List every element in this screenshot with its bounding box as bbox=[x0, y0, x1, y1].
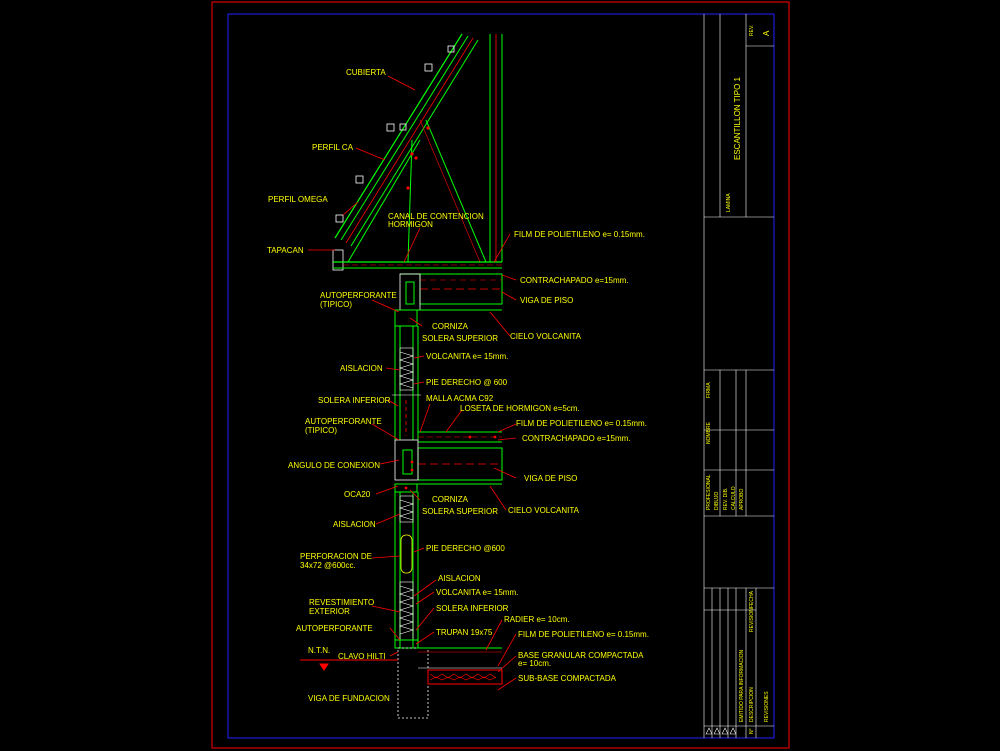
label-cielo-1: CIELO VOLCANITA bbox=[510, 332, 582, 341]
label-pie-derecho-2: PIE DERECHO @600 bbox=[426, 544, 505, 553]
leader-lines bbox=[308, 75, 517, 691]
descripcion-label: DESCRIPCION bbox=[749, 687, 755, 722]
label-autoperforante-2a: AUTOPERFORANTE bbox=[305, 417, 382, 426]
label-trupan: TRUPAN 19x75 bbox=[436, 628, 493, 637]
lower-wall bbox=[394, 492, 419, 649]
mid-floor bbox=[394, 431, 503, 493]
label-film-mid: FILM DE POLIETILENO e= 0.15mm. bbox=[516, 419, 647, 428]
labels: CUBIERTA PERFIL CA PERFIL OMEGA TAPACAN … bbox=[267, 68, 649, 703]
rev-label: REV. bbox=[749, 25, 755, 36]
label-autoperforante-1a: AUTOPERFORANTE bbox=[320, 291, 397, 300]
label-film-bottom: FILM DE POLIETILENO e= 0.15mm. bbox=[518, 630, 649, 639]
upper-wall bbox=[392, 326, 421, 440]
roof-structure bbox=[332, 33, 503, 271]
label-solera-sup-1: SOLERA SUPERIOR bbox=[422, 334, 498, 343]
label-contrachapado-top: CONTRACHAPADO e=15mm. bbox=[520, 276, 629, 285]
label-cornisa-1: CORNIZA bbox=[432, 322, 469, 331]
title-block bbox=[703, 14, 774, 738]
label-clavo: CLAVO HILTI bbox=[338, 652, 386, 661]
label-perfil-ca: PERFIL CA bbox=[312, 143, 354, 152]
upper-floor bbox=[394, 267, 503, 327]
label-ocazo: OCA20 bbox=[344, 490, 371, 499]
label-viga-piso-mid: VIGA DE PISO bbox=[524, 474, 577, 483]
label-aislacion-3: AISLACION bbox=[438, 574, 481, 583]
lamina-label: LAMINA bbox=[726, 193, 732, 212]
revision-label: REVISION bbox=[749, 608, 755, 632]
fecha-label: FECHA bbox=[749, 590, 755, 608]
dibujo-label: DIBUJO bbox=[714, 492, 720, 510]
label-perforacion-a: PERFORACION DE bbox=[300, 552, 372, 561]
calculo-label: CALCULO bbox=[731, 486, 737, 510]
label-revestimiento-a: REVESTIMIENTO bbox=[309, 598, 374, 607]
revisiones-label: REVISIONES bbox=[764, 691, 770, 722]
label-viga-piso-top: VIGA DE PISO bbox=[520, 296, 573, 305]
label-ntn: N.T.N. bbox=[308, 646, 330, 655]
label-radier: RADIER e= 10cm. bbox=[504, 615, 570, 624]
label-base-a: BASE GRANULAR COMPACTADA bbox=[518, 651, 644, 660]
rev-value: A bbox=[762, 30, 771, 36]
drawing-frame bbox=[227, 13, 775, 739]
aprobo-label: APROBO bbox=[739, 488, 745, 510]
label-volcanita-1: VOLCANITA e= 15mm. bbox=[426, 352, 508, 361]
label-solera-sup-2: SOLERA SUPERIOR bbox=[422, 507, 498, 516]
label-cielo-2: CIELO VOLCANITA bbox=[508, 506, 580, 515]
label-perforacion-b: 34x72 @600cc. bbox=[300, 561, 356, 570]
label-aislacion-1: AISLACION bbox=[340, 364, 383, 373]
label-malla: MALLA ACMA C92 bbox=[426, 394, 494, 403]
label-autoperforante-3: AUTOPERFORANTE bbox=[296, 624, 373, 633]
profesional-label: PROFESIONAL bbox=[706, 474, 712, 510]
label-solera-inf-2: SOLERA INFERIOR bbox=[436, 604, 509, 613]
label-volcanita-2: VOLCANITA e= 15mm. bbox=[436, 588, 518, 597]
mid-red-dots bbox=[404, 435, 497, 490]
label-pie-derecho-1: PIE DERECHO @ 600 bbox=[426, 378, 508, 387]
label-solera-inf-1: SOLERA INFERIOR bbox=[318, 396, 391, 405]
label-viga-fundacion: VIGA DE FUNDACION bbox=[308, 694, 390, 703]
nombre-label: NOMBRE bbox=[706, 421, 712, 444]
label-tapacan: TAPACAN bbox=[267, 246, 304, 255]
label-cubierta: CUBIERTA bbox=[346, 68, 386, 77]
label-autoperforante-2b: (TIPICO) bbox=[305, 426, 337, 435]
label-contrachapado-mid: CONTRACHAPADO e=15mm. bbox=[522, 434, 631, 443]
sheet-title: ESCANTILLON TIPO 1 bbox=[733, 76, 742, 160]
roof-red-dots bbox=[406, 126, 430, 190]
label-base-b: e= 10cm. bbox=[518, 659, 551, 668]
label-angulo: ANGULO DE CONEXION bbox=[288, 461, 380, 470]
label-aislacion-2: AISLACION bbox=[333, 520, 376, 529]
revision-triangles bbox=[705, 727, 737, 735]
label-subbase: SUB-BASE COMPACTADA bbox=[518, 674, 617, 683]
emitido-label: EMITIDO PARA INFORMACION bbox=[739, 649, 745, 722]
rev-dib-label: REV. DIB. bbox=[723, 488, 729, 510]
sheet-border bbox=[211, 1, 790, 749]
label-canal: CANAL DE CONTENCION bbox=[388, 212, 484, 221]
foundation bbox=[300, 647, 503, 719]
label-loseta: LOSETA DE HORMIGON e=5cm. bbox=[460, 404, 580, 413]
label-perfil-omega: PERFIL OMEGA bbox=[268, 195, 328, 204]
label-autoperforante-1b: (TIPICO) bbox=[320, 300, 352, 309]
label-film-top: FILM DE POLIETILENO e= 0.15mm. bbox=[514, 230, 645, 239]
label-cornisa-2: CORNIZA bbox=[432, 495, 469, 504]
label-revestimiento-b: EXTERIOR bbox=[309, 607, 350, 616]
firma-label: FIRMA bbox=[706, 382, 712, 398]
label-hormigon: HORMIGON bbox=[388, 220, 433, 229]
numero-label: N° bbox=[749, 728, 755, 734]
roof-purlins bbox=[335, 45, 455, 223]
